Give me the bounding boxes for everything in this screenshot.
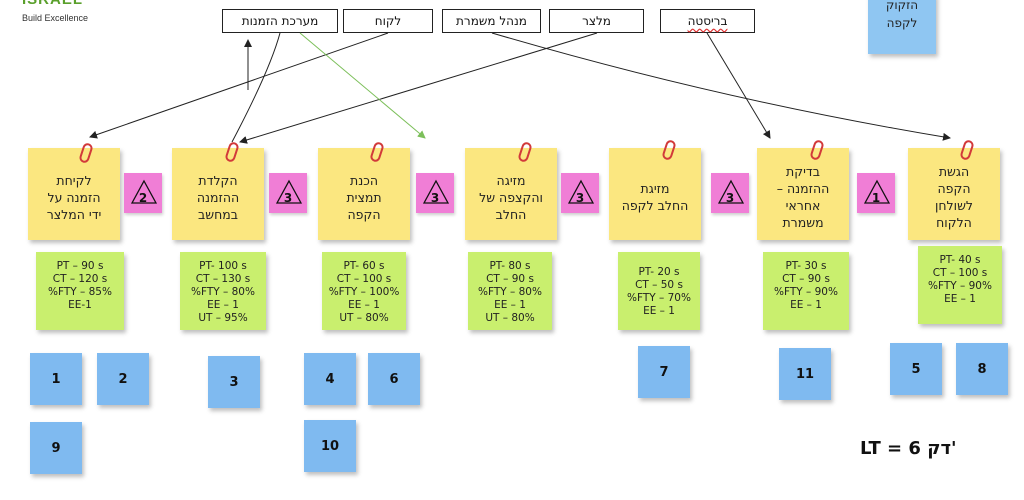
warning-triangle-icon	[131, 179, 157, 204]
wait-note: 3	[208, 356, 260, 408]
wait-note: 9	[30, 422, 82, 474]
actor-ordering-system: מערכת הזמנות	[222, 9, 338, 33]
process-check-order: בדיקת ההזמנה – אחראי משמרת	[757, 148, 849, 240]
inventory-triangle: 3	[269, 173, 307, 213]
warning-triangle-icon	[718, 179, 744, 204]
wait-note: 11	[779, 348, 831, 400]
actor-waiter: מלצר	[549, 9, 644, 33]
arrow-barista-to-check-step	[706, 32, 771, 139]
process-key-order: הקלדת ההזמנה במחשב	[172, 148, 264, 240]
lead-time-label: LT = 6 דק'	[860, 438, 957, 459]
inventory-triangle: 3	[561, 173, 599, 213]
warning-triangle-icon	[568, 179, 594, 204]
customer-need-note: הזקוק לקפה	[868, 0, 936, 54]
process-serve-coffee: הגשת הקפה לשולחן הלקוח	[908, 148, 1000, 240]
actor-shift-manager: מנהל משמרת	[442, 9, 541, 33]
warning-triangle-icon	[423, 179, 449, 204]
wait-note: 2	[97, 353, 149, 405]
wait-note: 4	[304, 353, 356, 405]
process-pour-milk-into-coffee: מזיגת החלב לקפה	[609, 148, 701, 240]
arrow-waiter-to-keying-step	[239, 32, 598, 144]
wait-note: 5	[890, 343, 942, 395]
inventory-triangle: 3	[416, 173, 454, 213]
wait-note: 1	[30, 353, 82, 405]
wait-note: 7	[638, 346, 690, 398]
inventory-triangle: 2	[124, 173, 162, 213]
warning-triangle-icon	[864, 179, 890, 204]
process-prepare-espresso: הכנת תמצית הקפה	[318, 148, 410, 240]
wait-note: 10	[304, 420, 356, 472]
arrow-customer-to-waiter-step	[89, 32, 389, 139]
arrow-manager-to-serve-step	[491, 32, 951, 141]
inventory-triangle: 1	[857, 173, 895, 213]
process-take-order: לקיחת הזמנה על ידי המלצר	[28, 148, 120, 240]
wait-note: 8	[956, 343, 1008, 395]
inventory-triangle: 3	[711, 173, 749, 213]
actor-barista: בריסטה	[660, 9, 755, 33]
logo-wordmark: ISRAEL	[22, 0, 83, 8]
arrow-system-to-espresso-step	[299, 32, 426, 139]
actor-customer: לקוח	[343, 9, 433, 33]
arrow-system-to-keying-step	[231, 32, 281, 143]
logo-tagline: Build Excellence	[22, 13, 89, 23]
warning-triangle-icon	[276, 179, 302, 204]
process-pour-froth-milk: מזיגה והקצפה של החלב	[465, 148, 557, 240]
wait-note: 6	[368, 353, 420, 405]
